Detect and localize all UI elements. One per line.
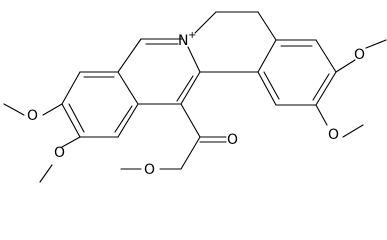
bond xyxy=(180,71,201,105)
double-bond-inner xyxy=(263,71,280,100)
bond xyxy=(61,136,81,148)
bond xyxy=(117,38,142,73)
bond xyxy=(117,103,139,138)
oxygen-atom-label: O xyxy=(328,127,339,143)
bond xyxy=(61,103,81,138)
bond xyxy=(117,71,139,105)
bond xyxy=(61,71,81,105)
bond xyxy=(365,39,387,49)
bond xyxy=(257,11,277,41)
double-bond-inner xyxy=(68,103,85,133)
bond xyxy=(194,11,217,34)
bond xyxy=(187,46,201,73)
atom-labels: N + O O O O O O xyxy=(27,30,365,178)
oxygen-atom-label: O xyxy=(227,132,238,148)
bond xyxy=(180,136,201,170)
bond xyxy=(342,124,364,138)
bond xyxy=(3,103,25,116)
bond-lines xyxy=(3,11,387,183)
molecule-diagram: N + O O O O O O xyxy=(3,11,387,183)
bond xyxy=(315,104,328,126)
bond xyxy=(335,59,356,73)
positive-charge-label: + xyxy=(188,30,196,41)
oxygen-atom-label: O xyxy=(354,47,365,63)
bond xyxy=(39,164,53,183)
double-bond-inner xyxy=(114,105,133,133)
bond xyxy=(315,39,337,73)
nitrogen-atom-label: N xyxy=(178,33,188,49)
oxygen-atom-label: O xyxy=(54,145,65,161)
oxygen-atom-label: O xyxy=(27,108,38,124)
oxygen-atom-label: O xyxy=(144,162,155,178)
double-bond-inner xyxy=(176,75,194,102)
bond xyxy=(257,39,277,73)
bond xyxy=(180,103,201,138)
double-bond-inner xyxy=(312,73,330,101)
bond xyxy=(315,71,337,106)
bond xyxy=(42,103,63,116)
bond xyxy=(257,71,277,106)
